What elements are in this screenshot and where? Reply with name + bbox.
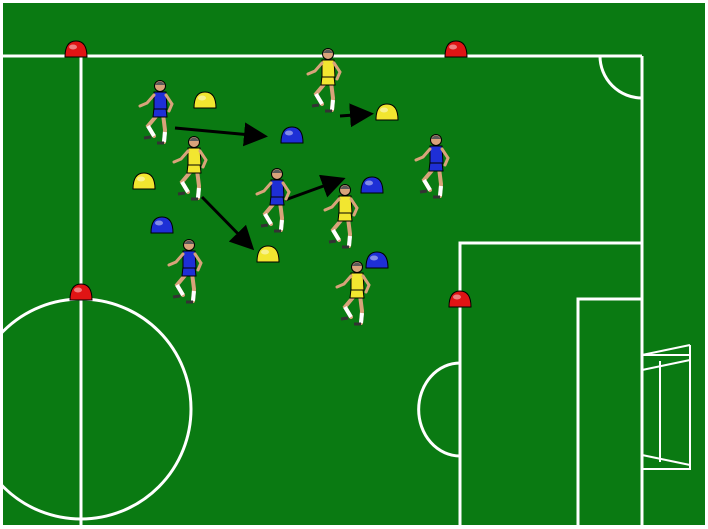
- movement-arrow: [340, 114, 368, 116]
